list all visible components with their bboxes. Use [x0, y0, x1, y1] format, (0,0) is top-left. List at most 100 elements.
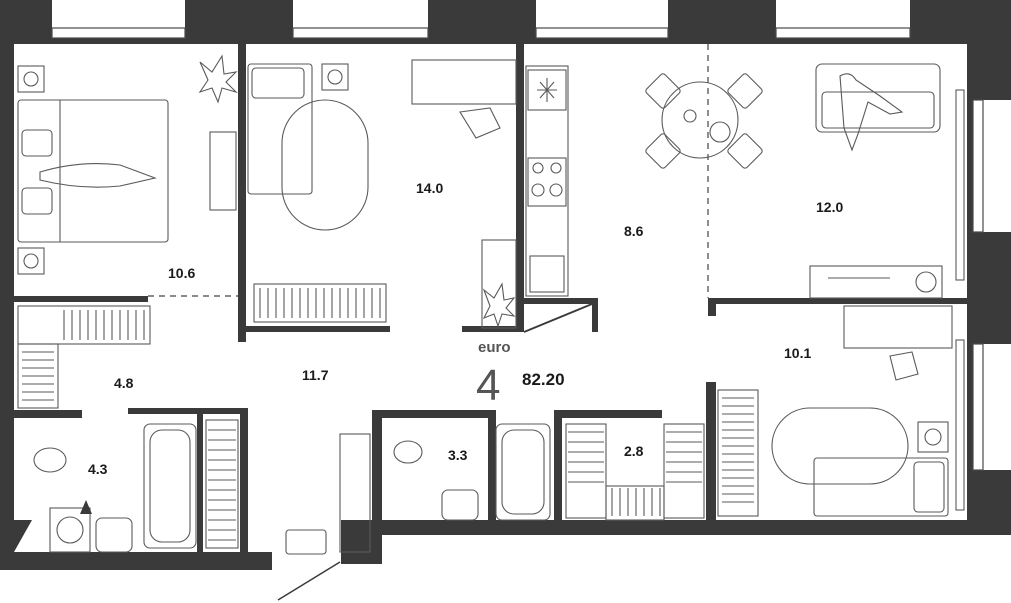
window: [972, 343, 984, 471]
single-bed: [247, 63, 313, 195]
bedroom-1-furniture: [17, 54, 238, 275]
room-area-label: 10.6: [168, 265, 195, 281]
oval-rug: [771, 407, 909, 485]
outer-walls: [0, 0, 1011, 570]
desk-chair: [459, 107, 501, 139]
sink: [529, 255, 565, 293]
desk: [411, 59, 517, 105]
interior-walls: [14, 44, 967, 552]
total-area-label: 82.20: [522, 370, 565, 389]
right-wall-top: [967, 0, 1011, 100]
window: [535, 27, 669, 39]
bathroom-2-furniture: [393, 423, 551, 521]
toilet: [393, 440, 423, 464]
window: [775, 27, 911, 39]
pillow: [913, 461, 945, 513]
plant-icon: [198, 54, 238, 104]
wall-pier: [185, 0, 293, 44]
right-wall-thin: [967, 344, 973, 470]
interior-wall: [554, 410, 562, 520]
wardrobe-furniture: [17, 305, 151, 409]
pillow: [21, 187, 53, 215]
double-bed: [17, 99, 169, 243]
room-area-label: 4.8: [114, 375, 134, 391]
interior-wall: [518, 298, 598, 304]
tv-stand: [209, 131, 237, 211]
interior-wall: [708, 298, 716, 316]
room-area-label: 14.0: [416, 180, 443, 196]
drain-icon: [80, 500, 92, 514]
left-wall: [0, 0, 14, 570]
shelf: [481, 239, 517, 329]
kitchen-counter: [525, 65, 569, 297]
hallway-furniture: [285, 433, 371, 555]
unit-type-label: euro: [478, 339, 511, 356]
bedroom-3-furniture: [717, 305, 965, 517]
window: [292, 27, 429, 39]
interior-wall: [197, 414, 203, 552]
chair: [645, 73, 681, 109]
sink: [441, 489, 479, 521]
windows: [51, 27, 984, 471]
entry-door: [277, 561, 341, 601]
bottom-wall-left: [0, 552, 272, 570]
corner-shaft: [14, 520, 32, 552]
oval-rug: [281, 99, 369, 231]
wardrobe-rail: [663, 423, 705, 519]
kitchen-furniture: [525, 65, 763, 297]
door-mat: [285, 529, 327, 555]
pillow: [21, 129, 53, 157]
interior-wall: [372, 410, 492, 418]
window: [51, 27, 186, 39]
room-area-label: 11.7: [302, 367, 329, 383]
interior-wall: [462, 326, 518, 332]
wardrobe-rail: [565, 423, 607, 519]
wall-pier: [428, 0, 536, 44]
interior-wall: [238, 44, 246, 342]
toilet: [33, 447, 67, 473]
tv-cabinet: [809, 265, 943, 299]
closet-furniture: [565, 423, 705, 521]
snowflake-icon: [537, 78, 557, 102]
interior-wall: [128, 408, 246, 414]
washing-machine: [49, 507, 91, 553]
living-room-furniture: [809, 63, 965, 299]
room-area-label: 4.3: [88, 461, 108, 477]
nightstand: [17, 65, 45, 93]
interior-wall: [708, 298, 967, 304]
chair: [727, 73, 763, 109]
room-area-label: 2.8: [624, 443, 644, 459]
shaft-line: [523, 303, 593, 333]
desk: [843, 305, 953, 349]
desk-chair: [889, 351, 919, 381]
nightstand: [17, 247, 45, 275]
wardrobe-rail: [253, 283, 387, 323]
wardrobe-rail: [17, 305, 151, 345]
nightstand: [321, 63, 349, 91]
sofa: [815, 63, 941, 133]
entry-pier: [341, 520, 382, 564]
interior-wall: [706, 382, 716, 520]
wall-pier: [668, 0, 776, 44]
dining-table: [661, 81, 739, 159]
window-sill: [955, 339, 965, 511]
right-wall-middle: [967, 232, 1011, 344]
nightstand: [917, 421, 949, 453]
single-bed: [813, 457, 949, 517]
window-sill: [955, 89, 965, 281]
bathroom-1-furniture: [33, 419, 239, 553]
wardrobe-rail: [17, 343, 59, 409]
person-figure: [39, 162, 157, 188]
chair: [645, 133, 681, 169]
sink: [95, 517, 133, 553]
wardrobe-rail: [605, 485, 665, 521]
interior-wall: [554, 410, 662, 418]
interior-wall: [488, 410, 496, 520]
interior-wall: [240, 408, 248, 552]
interior-wall: [14, 296, 148, 302]
shoe-cabinet: [339, 433, 371, 553]
interior-wall: [592, 298, 598, 332]
right-wall-thin: [967, 100, 973, 232]
bathtub: [495, 423, 551, 521]
